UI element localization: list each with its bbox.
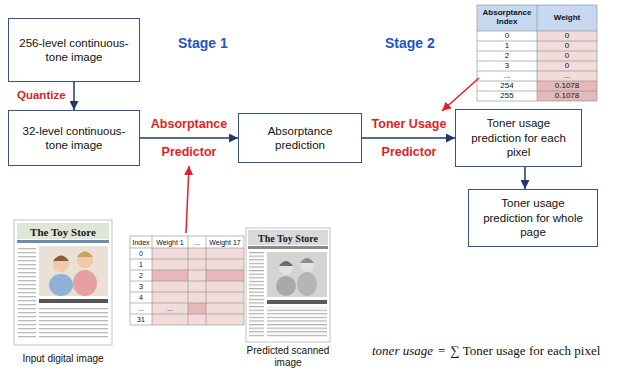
table-cell: 3: [477, 61, 537, 71]
table-cell: 3: [130, 281, 152, 292]
newspaper-image: [276, 276, 296, 296]
table-cell: 0: [477, 31, 537, 41]
node-text: Toner usage prediction for whole page: [477, 196, 589, 239]
table-cell: 4: [130, 292, 152, 303]
table-cell: 0.1078: [537, 91, 597, 101]
process-box: Toner usage prediction for each pixel: [455, 109, 582, 167]
stage-label: Stage 2: [385, 34, 455, 52]
newspaper-image: [267, 252, 327, 297]
node-text: 32-level continuous-tone image: [17, 124, 131, 153]
weight-table: [537, 31, 597, 81]
node-text: Toner usage prediction for each pixel: [464, 116, 573, 159]
newspaper-image: [267, 300, 327, 304]
process-box: 32-level continuous-tone image: [8, 110, 140, 166]
newspaper-image: [39, 306, 108, 340]
weight-table: [130, 236, 244, 325]
newspaper-image: [300, 258, 314, 263]
formula: toner usage = ∑ Toner usage for each pixel: [372, 343, 600, 359]
flow-arrow: [362, 137, 455, 139]
edge-label: Toner Usage Predictor: [365, 110, 453, 166]
process-box: Absorptance prediction: [238, 113, 362, 163]
newspaper-image: [39, 299, 108, 303]
weight-table: [130, 248, 152, 325]
newspaper-image: [267, 307, 327, 338]
edge-label: Absorptance Predictor: [145, 110, 233, 166]
weight-table: [477, 5, 597, 101]
weight-table: [477, 31, 537, 101]
table-cell: 0: [130, 248, 152, 259]
formula-text: toner usage: [372, 343, 433, 359]
table-cell: 0: [537, 51, 597, 61]
table-cell: 2: [477, 51, 537, 61]
weight-table: [130, 236, 244, 248]
newspaper-image: [17, 240, 109, 243]
node-text: Absorptance prediction: [247, 124, 353, 153]
formula-text: ∑ Toner usage for each pixel: [450, 343, 600, 359]
newspaper-image: [53, 256, 69, 272]
weight-table: [477, 5, 597, 101]
newspaper-title: The Toy Store: [248, 231, 328, 245]
newspaper-image: [300, 258, 314, 272]
table-cell: 0: [537, 31, 597, 41]
newspaper-image: [246, 228, 330, 342]
newspaper-image: [297, 272, 317, 296]
newspaper-image: [279, 261, 293, 266]
newspaper-image: [14, 220, 112, 345]
stage-label: Stage 1: [178, 34, 248, 52]
pointer-arrow: [186, 78, 479, 233]
newspaper-image: [17, 223, 109, 239]
table-cell: 254: [477, 81, 537, 91]
newspaper-image: [49, 274, 73, 296]
edge-label: Quantize: [17, 89, 66, 103]
table-cell: 255: [477, 91, 537, 101]
table-cell: Weight: [537, 5, 597, 31]
image-caption: Predicted scanned image: [240, 344, 336, 370]
newspaper-image: [246, 228, 330, 342]
weight-table: [130, 236, 244, 325]
newspaper-image: [73, 270, 97, 296]
image-caption: Input digital image: [8, 352, 118, 366]
weight-table: [206, 270, 244, 281]
newspaper-image: [77, 252, 93, 268]
table-cell: 1: [477, 41, 537, 51]
pointer-arrow: [442, 78, 479, 111]
table-cell: 0.1078: [537, 81, 597, 91]
table-cell: 0: [537, 41, 597, 51]
table-cell: Weight 1: [152, 236, 188, 248]
newspaper-image: [77, 252, 93, 258]
node-text: 256-level continuous-tone image: [17, 36, 131, 65]
pointer-arrow: [186, 166, 189, 233]
table-cell: ...: [477, 71, 537, 81]
table-cell: 2: [130, 270, 152, 281]
newspaper-image: [14, 220, 112, 345]
newspaper-image: [18, 247, 36, 340]
table-cell: ...: [537, 71, 597, 81]
table-cell: 1: [130, 259, 152, 270]
newspaper-image: [249, 252, 264, 338]
newspaper-image: [248, 246, 328, 249]
newspaper-image: [248, 230, 328, 245]
weight-table: [188, 303, 206, 314]
table-cell: ...: [152, 303, 188, 314]
flow-arrow: [140, 137, 238, 139]
process-box: 256-level continuous-tone image: [8, 18, 140, 82]
weight-table: [152, 248, 244, 325]
weight-table: [152, 270, 188, 281]
flow-arrow: [524, 167, 526, 189]
table-cell: 31: [130, 314, 152, 325]
newspaper-title: The Toy Store: [17, 224, 109, 239]
newspaper-image: [279, 261, 293, 275]
table-cell: Index: [130, 236, 152, 248]
flow-arrow: [73, 82, 75, 110]
newspaper-image: [39, 246, 108, 296]
newspaper-image: [53, 256, 69, 262]
process-box: Toner usage prediction for whole page: [468, 189, 598, 247]
table-cell: ...: [130, 303, 152, 314]
table-cell: 0: [537, 61, 597, 71]
formula-text: =: [438, 343, 445, 359]
table-cell: Weight 17: [206, 236, 244, 248]
table-cell: ...: [188, 236, 206, 248]
table-cell: Absorptance Index: [477, 5, 537, 31]
